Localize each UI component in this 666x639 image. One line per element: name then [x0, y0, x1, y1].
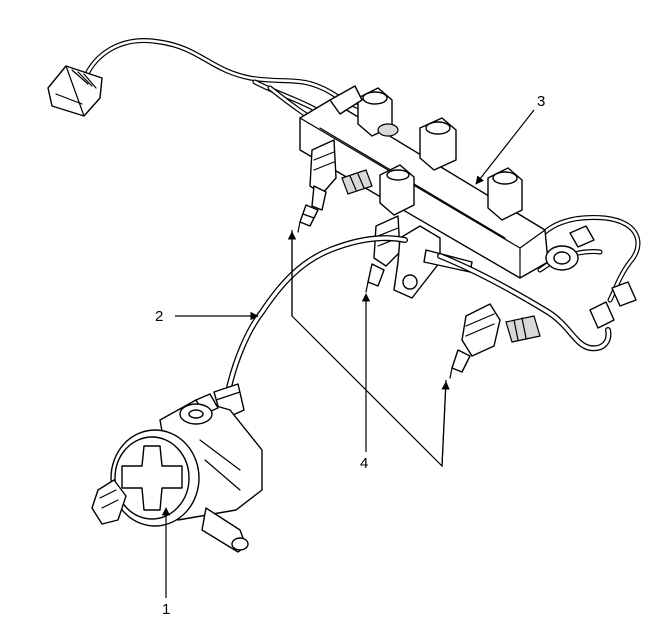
callout-labels: 1 2 3 4 — [155, 93, 545, 618]
harness-connector — [47, 65, 103, 117]
callout-4: 4 — [360, 455, 368, 472]
injector-c — [449, 303, 541, 379]
injector-a — [297, 139, 373, 233]
rail-mounting-bosses — [357, 87, 523, 221]
leader-3 — [475, 109, 535, 185]
callout-1: 1 — [162, 601, 170, 618]
leader-lines — [161, 109, 535, 598]
callout-3: 3 — [537, 93, 545, 110]
high-pressure-fuel-pump — [91, 393, 263, 553]
high-pressure-fuel-line — [213, 235, 612, 421]
injector-b — [365, 215, 401, 293]
fuel-rail — [299, 85, 579, 279]
injectors — [297, 139, 541, 379]
wiring-harness — [47, 38, 641, 329]
callout-2: 2 — [155, 308, 163, 325]
